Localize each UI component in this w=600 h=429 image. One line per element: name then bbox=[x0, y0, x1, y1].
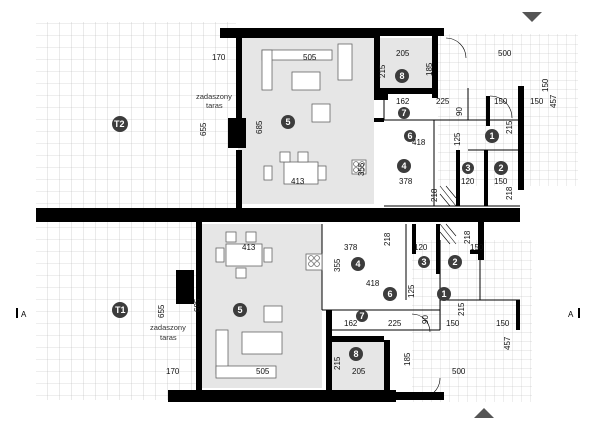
dim-top-hall-w: 418 bbox=[412, 138, 426, 147]
dim-bot-wc-w: 162 bbox=[344, 319, 358, 328]
terrace-top-label-1: zadaszony bbox=[196, 92, 232, 101]
dim-bot-hall-side: 215 bbox=[457, 302, 466, 316]
dim-top-boiler-side: 185 bbox=[425, 62, 434, 76]
door-swings bbox=[411, 37, 513, 399]
room-top-7: 7 bbox=[402, 108, 407, 118]
furniture-bottom bbox=[215, 231, 323, 379]
room-bot-4: 4 bbox=[356, 259, 361, 269]
dimensions-top: 170 505 205 500 215 185 150 457 162 225 … bbox=[199, 49, 558, 202]
room-top-6: 6 bbox=[408, 131, 413, 141]
dim-bot-kitchen-h: 355 bbox=[333, 258, 342, 272]
room-top-3: 3 bbox=[466, 163, 471, 173]
dim-top-kitchen-h: 355 bbox=[357, 162, 366, 176]
room-bot-2: 2 bbox=[453, 257, 458, 267]
section-right-label: A bbox=[568, 310, 574, 319]
room-bot-5: 5 bbox=[238, 305, 243, 315]
stairs bbox=[439, 185, 457, 245]
dim-bot-porch-h1: 150 bbox=[496, 319, 510, 328]
dim-bot-living-upper-w: 413 bbox=[242, 243, 256, 252]
dim-bot-wc-h: 90 bbox=[421, 315, 430, 324]
dim-top-wc-w2: 225 bbox=[436, 97, 450, 106]
dim-bot-hall-w: 418 bbox=[366, 279, 380, 288]
dim-bot-wc-w2: 225 bbox=[388, 319, 402, 328]
dim-bot-stair-h: 218 bbox=[383, 232, 392, 246]
room-badges-top: 8 5 7 6 1 4 3 2 bbox=[281, 69, 508, 175]
dim-bot-living-h: 685 bbox=[193, 298, 202, 312]
dim-bot-terrace-h: 655 bbox=[157, 304, 166, 318]
walls bbox=[36, 28, 524, 402]
room-bot-7: 7 bbox=[360, 311, 365, 321]
terrace-bottom-label-1: zadaszony bbox=[150, 323, 186, 332]
porch-top-area bbox=[438, 34, 578, 186]
room-top-2: 2 bbox=[499, 163, 504, 173]
dim-top-kitchen-w: 378 bbox=[399, 177, 413, 186]
room-top-1: 1 bbox=[490, 131, 495, 141]
dim-top-entry-h2: 150 bbox=[494, 177, 508, 186]
room-top-8: 8 bbox=[400, 71, 405, 81]
dim-bot-hall-h: 125 bbox=[407, 284, 416, 298]
dim-top-porch-h1: 150 bbox=[541, 78, 550, 92]
badge-t1 bbox=[112, 302, 128, 318]
badge-t1-text: T1 bbox=[115, 305, 126, 315]
dim-bot-terrace-w: 170 bbox=[166, 367, 180, 376]
room-top-4: 4 bbox=[402, 161, 407, 171]
room-top-5: 5 bbox=[286, 117, 291, 127]
dimensions-bottom: 413 378 218 120 150 218 355 418 125 685 … bbox=[157, 230, 512, 376]
section-left-label: A bbox=[21, 310, 27, 319]
section-marker-right: A bbox=[568, 308, 580, 319]
room-bot-8: 8 bbox=[354, 349, 359, 359]
dim-bot-entry-w2: 150 bbox=[446, 319, 460, 328]
furniture-top bbox=[261, 43, 367, 185]
dim-top-stair-w: 120 bbox=[461, 177, 475, 186]
room-bot-6: 6 bbox=[388, 289, 393, 299]
north-arrow-bottom bbox=[474, 408, 494, 418]
dim-top-porch-w: 500 bbox=[498, 49, 512, 58]
dim-top-living-lower-w: 413 bbox=[291, 177, 305, 186]
dim-top-terrace-w: 170 bbox=[212, 53, 226, 62]
badge-t2 bbox=[112, 116, 128, 132]
dim-bot-porch-h2: 457 bbox=[503, 336, 512, 350]
dim-top-entry-side: 218 bbox=[505, 186, 514, 200]
boiler-floor-top bbox=[378, 38, 438, 94]
dim-top-living-h: 685 bbox=[255, 120, 264, 134]
dim-bot-porch-w: 500 bbox=[452, 367, 466, 376]
dim-bot-living-w: 505 bbox=[256, 367, 270, 376]
dim-top-wc-h: 90 bbox=[455, 107, 464, 116]
dim-bot-stair-w: 120 bbox=[414, 243, 428, 252]
dim-top-terrace-h: 655 bbox=[199, 122, 208, 136]
terrace-top-area bbox=[36, 22, 236, 208]
dim-bot-boiler-h: 215 bbox=[333, 356, 342, 370]
section-marker-left: A bbox=[16, 308, 27, 319]
dim-top-porch-h2: 457 bbox=[549, 94, 558, 108]
dim-bot-entry-side: 218 bbox=[463, 230, 472, 244]
dim-top-living-w: 505 bbox=[303, 53, 317, 62]
north-arrow-top bbox=[522, 12, 542, 22]
dim-top-hall-side: 215 bbox=[505, 120, 514, 134]
dim-top-hall-h: 125 bbox=[453, 132, 462, 146]
dim-bot-entry-w: 150 bbox=[470, 243, 484, 252]
room-bot-3: 3 bbox=[422, 257, 427, 267]
dim-top-entry-h: 150 bbox=[530, 97, 544, 106]
badge-t2-text: T2 bbox=[114, 119, 125, 129]
dim-bot-kitchen-w: 378 bbox=[344, 243, 358, 252]
room-bot-1: 1 bbox=[442, 289, 447, 299]
porch-bottom-area bbox=[412, 240, 532, 402]
dim-top-entry-w: 150 bbox=[494, 97, 508, 106]
dim-top-wc-w: 162 bbox=[396, 97, 410, 106]
dim-top-boiler-w: 205 bbox=[396, 49, 410, 58]
dim-top-stair-h: 218 bbox=[430, 188, 439, 202]
dim-top-boiler-h: 215 bbox=[378, 64, 387, 78]
dim-bot-boiler-w: 205 bbox=[352, 367, 366, 376]
dim-bot-boiler-side: 185 bbox=[403, 352, 412, 366]
terrace-bottom-label-2: taras bbox=[160, 333, 177, 342]
room-badges-bottom: 4 3 2 6 1 5 7 8 bbox=[233, 255, 462, 361]
terrace-top-label-2: taras bbox=[206, 101, 223, 110]
